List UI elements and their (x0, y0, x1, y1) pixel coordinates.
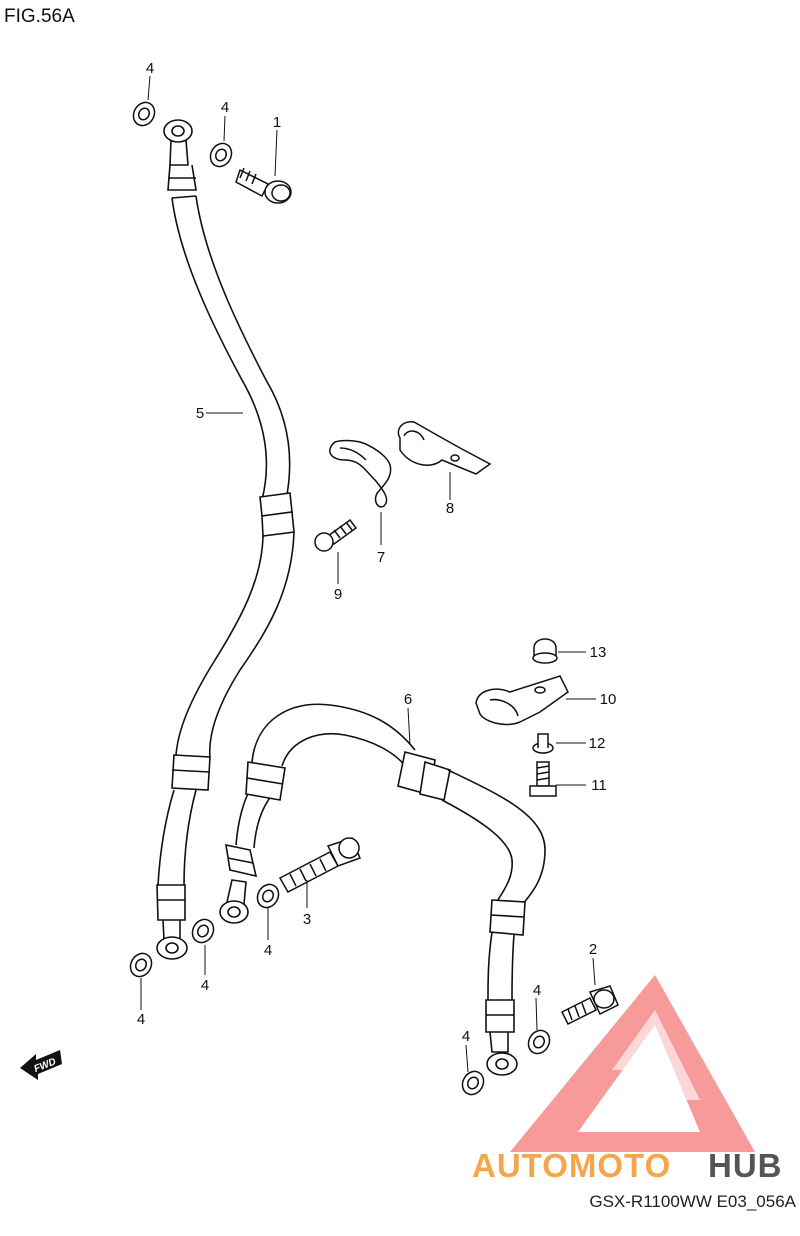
callout-13: 13 (590, 644, 607, 661)
forward-arrow-icon: FWD (20, 1050, 62, 1080)
hose-clamp-8 (397, 421, 492, 475)
watermark-text-secondary: HUB (708, 1147, 783, 1184)
brake-hose-6 (219, 703, 546, 1076)
watermark-text: AUTOMOTO HUB (472, 1147, 783, 1184)
callout-labels: 4 4 1 5 8 7 9 13 10 6 12 11 3 2 4 4 4 4 … (137, 60, 617, 1045)
cap-nut-13 (532, 638, 558, 664)
callout-4: 4 (533, 982, 541, 999)
washer-12 (532, 733, 554, 754)
watermark-text-primary: AUTOMOTO (472, 1147, 671, 1184)
hose-bracket-10 (475, 675, 569, 726)
model-code: GSX-R1100WW E03_056A (589, 1192, 796, 1211)
washers-4 (129, 101, 551, 1096)
callout-4: 4 (201, 977, 209, 994)
watermark-logo (510, 975, 755, 1152)
callout-4: 4 (264, 942, 272, 959)
fwd-label: FWD (32, 1056, 57, 1075)
bolt-11 (529, 761, 557, 797)
callout-5: 5 (196, 405, 204, 422)
bolt-9 (314, 518, 358, 552)
callout-4: 4 (137, 1011, 145, 1028)
callout-10: 10 (600, 691, 617, 708)
union-bolt-1 (235, 167, 292, 204)
callout-11: 11 (591, 777, 607, 794)
leader-lines (140, 75, 596, 1073)
callout-4: 4 (221, 99, 229, 116)
callout-12: 12 (589, 735, 606, 752)
callout-8: 8 (446, 500, 454, 517)
callout-1: 1 (273, 114, 281, 131)
union-bolt-2 (560, 985, 619, 1026)
callout-3: 3 (303, 911, 311, 928)
callout-9: 9 (334, 586, 342, 603)
callout-2: 2 (589, 941, 597, 958)
callout-6: 6 (404, 691, 412, 708)
brake-hose-5 (156, 119, 295, 960)
union-bolt-3 (278, 837, 361, 893)
callout-7: 7 (377, 549, 385, 566)
callout-4: 4 (462, 1028, 470, 1045)
figure-title: FIG.56A (4, 6, 75, 27)
hose-clip-7 (329, 439, 392, 508)
callout-4: 4 (146, 60, 154, 77)
